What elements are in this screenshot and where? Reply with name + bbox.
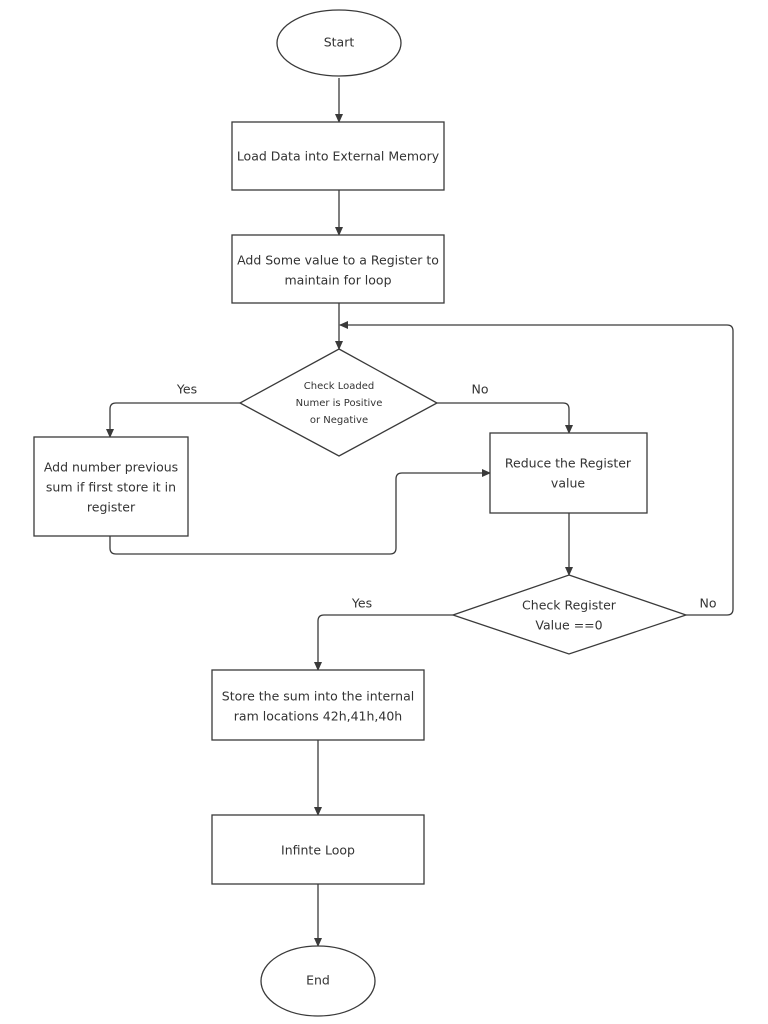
load-data-label: Load Data into External Memory bbox=[237, 149, 440, 164]
end-node: End bbox=[260, 945, 376, 1017]
store-sum-label-line-1: Store the sum into the internal bbox=[222, 689, 414, 704]
reduce-register-label-line-2: value bbox=[551, 476, 585, 491]
load-data-node: Load Data into External Memory bbox=[231, 121, 445, 191]
reduce-register-node: Reduce the Register value bbox=[489, 432, 648, 514]
check-sign-label-line-3: or Negative bbox=[310, 415, 368, 426]
edge-check-register-no-loop-back bbox=[339, 321, 734, 616]
edge-check-register-yes-to-store-sum bbox=[314, 614, 453, 671]
add-value-label-line-2: maintain for loop bbox=[284, 273, 391, 288]
edge-add-number-to-reduce-register bbox=[109, 469, 491, 555]
check-sign-label-line-1: Check Loaded bbox=[304, 381, 374, 392]
add-number-label-line-3: register bbox=[87, 500, 136, 515]
check-register-label-line-1: Check Register bbox=[522, 598, 617, 613]
infinite-loop-node: Infinte Loop bbox=[211, 814, 425, 885]
edge-check-sign-no-to-reduce-register bbox=[437, 402, 573, 434]
edge-labels: Yes No Yes No bbox=[176, 382, 717, 611]
store-sum-label-line-2: ram locations 42h,41h,40h bbox=[234, 709, 402, 724]
start-label: Start bbox=[324, 35, 355, 50]
add-value-label-line-1: Add Some value to a Register to bbox=[237, 253, 439, 268]
add-number-label-line-1: Add number previous bbox=[44, 460, 178, 475]
add-value-node: Add Some value to a Register to maintain… bbox=[231, 234, 445, 304]
reduce-register-label-line-1: Reduce the Register bbox=[505, 456, 632, 471]
start-node: Start bbox=[276, 9, 402, 77]
infinite-loop-label: Infinte Loop bbox=[281, 843, 355, 858]
add-number-label-line-2: sum if first store it in bbox=[46, 480, 176, 495]
store-sum-node: Store the sum into the internal ram loca… bbox=[211, 669, 425, 741]
edge-label-register-yes: Yes bbox=[351, 596, 372, 611]
edges bbox=[106, 78, 734, 947]
edge-check-sign-yes-to-add-number bbox=[106, 402, 240, 438]
end-label: End bbox=[306, 973, 330, 988]
edge-label-sign-no: No bbox=[472, 382, 489, 397]
check-sign-decision: Check Loaded Numer is Positive or Negati… bbox=[238, 348, 439, 457]
check-register-decision: Check Register Value ==0 bbox=[450, 574, 689, 655]
edge-label-sign-yes: Yes bbox=[176, 382, 197, 397]
edge-label-register-no: No bbox=[700, 596, 717, 611]
check-sign-label-line-2: Numer is Positive bbox=[296, 398, 383, 409]
check-register-label-line-2: Value ==0 bbox=[535, 618, 602, 633]
add-number-node: Add number previous sum if first store i… bbox=[33, 436, 189, 537]
